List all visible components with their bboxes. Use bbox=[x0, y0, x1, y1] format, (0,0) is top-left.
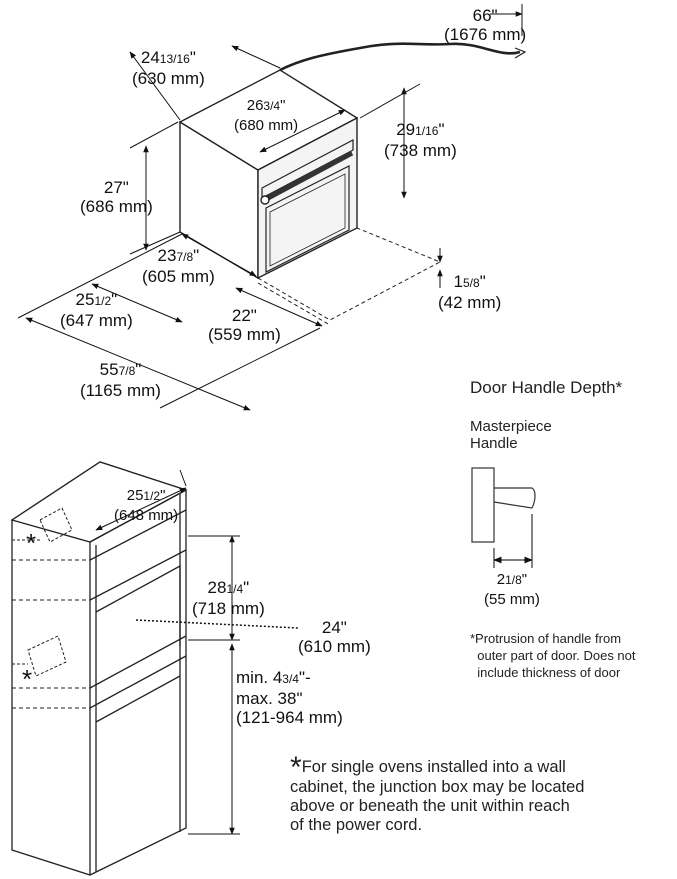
chassis-width-label: 237/8"(605 mm) bbox=[142, 246, 215, 286]
cord-length-label: 66"(1676 mm) bbox=[444, 6, 527, 44]
chassis-height-label: 27"(686 mm) bbox=[80, 178, 153, 216]
oven-dimension-lines bbox=[17, 4, 523, 411]
handle-depth-label: 21/8"(55 mm) bbox=[484, 571, 540, 608]
handle-section-title: Door Handle Depth* bbox=[470, 378, 623, 397]
cabinet-depth-label: 251/2"(648 mm) bbox=[114, 487, 179, 524]
lower-junction-marker: * bbox=[22, 664, 33, 694]
total-depth-label: 557/8"(1165 mm) bbox=[80, 360, 161, 400]
chassis-depth-b-label: 22"(559 mm) bbox=[208, 306, 281, 344]
upper-junction-marker: * bbox=[26, 528, 37, 558]
junction-note-star: * bbox=[290, 751, 302, 784]
oven-height-label: 291/16"(738 mm) bbox=[384, 120, 457, 160]
handle-diagram bbox=[471, 467, 536, 568]
oven-depth-label: 2413/16"(630 mm) bbox=[132, 48, 205, 88]
chassis-depth-a-label: 251/2"(647 mm) bbox=[60, 290, 133, 330]
handle-footnote: *Protrusion of handle from outer part of… bbox=[470, 631, 636, 680]
cutout-height-label: 281/4"(718 mm) bbox=[192, 578, 265, 618]
floor-to-cutout-label: min. 43/4"- max. 38" (121-964 mm) bbox=[236, 668, 343, 727]
door-offset-label: 15/8"(42 mm) bbox=[438, 272, 502, 312]
oven-width-label: 263/4"(680 mm) bbox=[234, 97, 299, 134]
junction-box-note: *For single ovens installed into a wall … bbox=[290, 751, 585, 835]
cabinet-dimension-lines bbox=[95, 469, 299, 835]
cutout-width-label: 24"(610 mm) bbox=[298, 618, 371, 656]
